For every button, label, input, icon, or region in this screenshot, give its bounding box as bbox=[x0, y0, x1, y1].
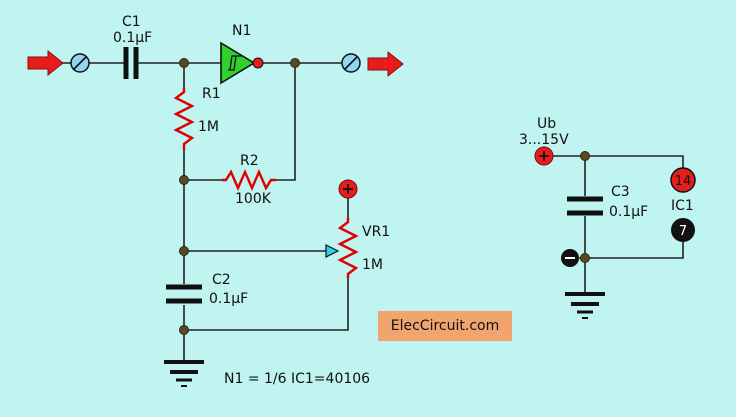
n1-name: N1 bbox=[232, 23, 251, 39]
wire-feedback bbox=[276, 63, 296, 181]
c3-name: C3 bbox=[611, 184, 630, 200]
supply-plus-ub bbox=[534, 146, 554, 166]
schmitt-inverter-n1 bbox=[220, 41, 264, 85]
ground-symbol-right bbox=[565, 292, 605, 319]
input-arrow bbox=[27, 49, 64, 77]
ub-name: Ub bbox=[537, 116, 556, 132]
wiper-arrow bbox=[325, 244, 340, 258]
brand-text: ElecCircuit.com bbox=[390, 318, 500, 334]
vr1-name: VR1 bbox=[362, 224, 390, 240]
c3-value: 0.1µF bbox=[609, 204, 648, 220]
junction-dot bbox=[179, 246, 189, 256]
supply-minus-ub bbox=[561, 249, 579, 267]
wire-supply-plus bbox=[553, 155, 684, 168]
output-arrow bbox=[367, 50, 404, 78]
pin14-label: 14 bbox=[675, 174, 692, 189]
r1-value: 1M bbox=[198, 119, 219, 135]
brand-watermark: ElecCircuit.com bbox=[378, 311, 512, 341]
junction-dot bbox=[179, 58, 189, 68]
junction-dot bbox=[580, 253, 590, 263]
junction-dot bbox=[179, 325, 189, 335]
capacitor-c3 bbox=[567, 196, 603, 216]
junction-dot bbox=[179, 175, 189, 185]
c1-name: C1 bbox=[122, 14, 141, 30]
vr1-value: 1M bbox=[362, 257, 383, 273]
ground-symbol-left bbox=[164, 360, 204, 387]
pin7-label: 7 bbox=[679, 224, 687, 239]
input-terminal bbox=[70, 53, 90, 73]
c1-value: 0.1µF bbox=[113, 30, 152, 46]
c2-name: C2 bbox=[212, 272, 231, 288]
resistor-r2 bbox=[222, 169, 276, 191]
resistor-r1 bbox=[173, 88, 195, 150]
r1-name: R1 bbox=[202, 86, 221, 102]
supply-plus-vr1 bbox=[338, 179, 358, 199]
r2-name: R2 bbox=[240, 153, 259, 169]
ic1-name: IC1 bbox=[671, 198, 694, 214]
output-terminal bbox=[341, 53, 361, 73]
ic1-pin14 bbox=[670, 167, 696, 193]
wire-vr1-bottom bbox=[184, 278, 349, 331]
capacitor-c2 bbox=[166, 284, 202, 304]
potentiometer-vr1 bbox=[337, 218, 359, 278]
ic-note: N1 = 1/6 IC1=40106 bbox=[224, 371, 370, 387]
ub-value: 3...15V bbox=[519, 132, 569, 148]
r2-value: 100K bbox=[235, 191, 272, 207]
c2-value: 0.1µF bbox=[209, 291, 248, 307]
junction-dot bbox=[290, 58, 300, 68]
capacitor-c1 bbox=[123, 47, 139, 79]
wire-supply-minus bbox=[579, 242, 684, 259]
ic1-pin7 bbox=[671, 218, 695, 242]
junction-dot bbox=[580, 151, 590, 161]
